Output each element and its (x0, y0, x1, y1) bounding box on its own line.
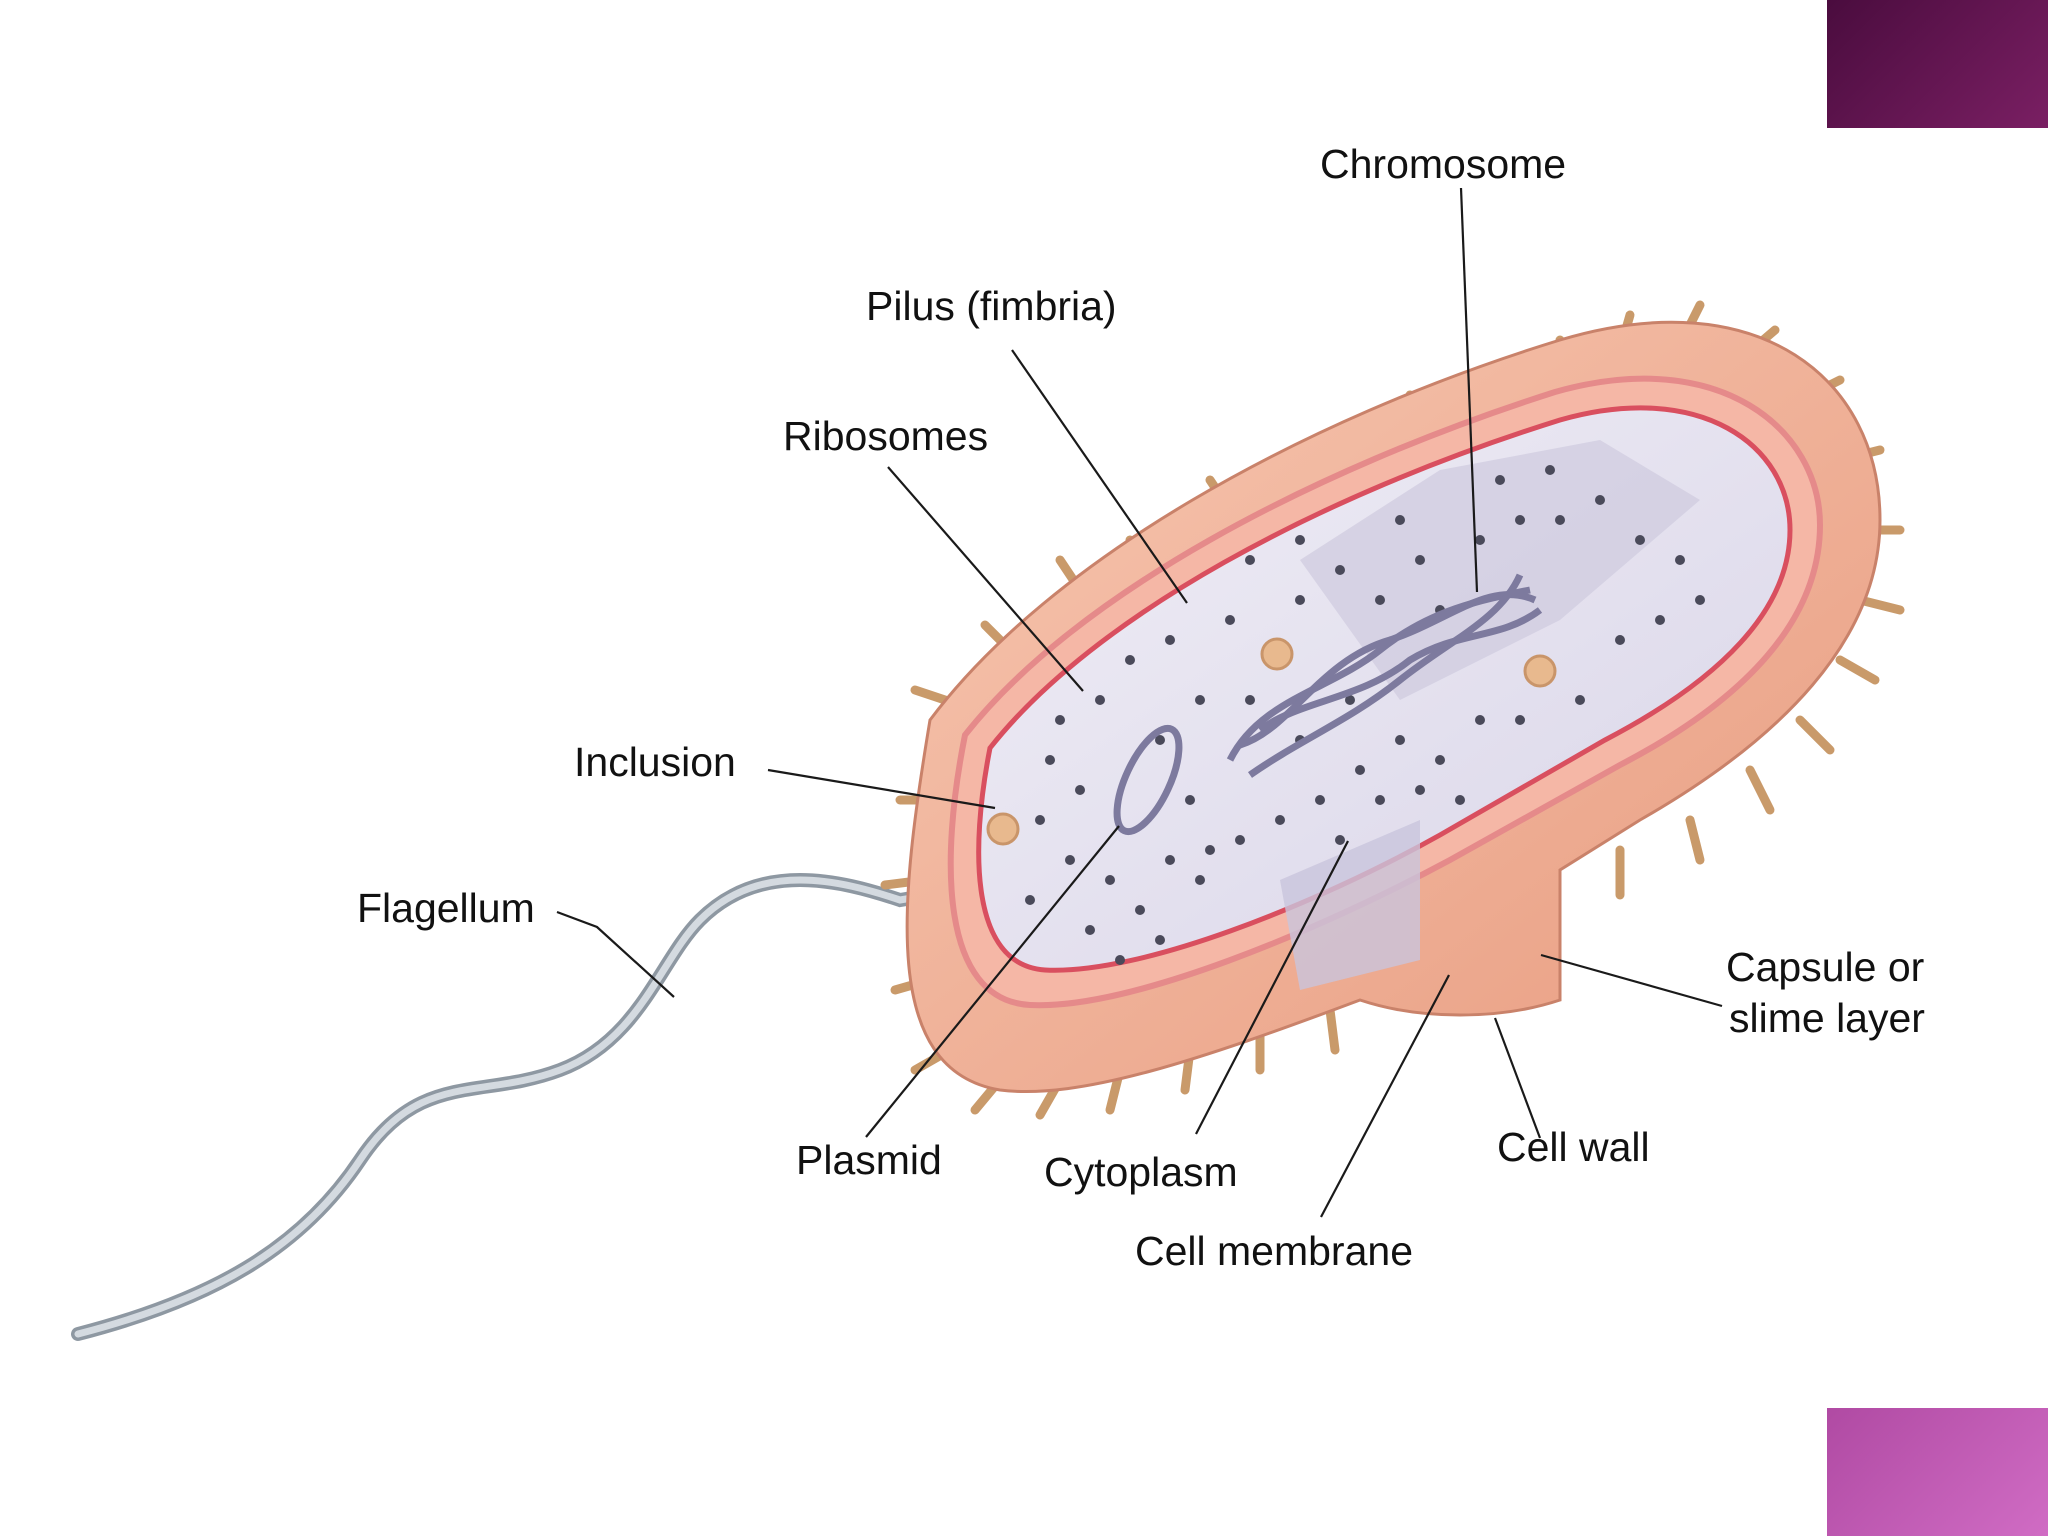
ribosome-dot (1035, 815, 1045, 825)
label-pilus: Pilus (fimbria) (866, 283, 1117, 329)
ribosome-dot (1225, 615, 1235, 625)
ribosome-dot (1475, 715, 1485, 725)
ribosome-dot (1205, 845, 1215, 855)
ribosome-dot (1375, 795, 1385, 805)
ribosome-dot (1595, 495, 1605, 505)
ribosome-dot (1075, 785, 1085, 795)
label-inclusion: Inclusion (574, 739, 736, 785)
ribosome-dot (1165, 635, 1175, 645)
ribosome-dot (1295, 535, 1305, 545)
ribosome-dot (1155, 935, 1165, 945)
ribosome-dot (1315, 795, 1325, 805)
label-capsule-line2: slime layer (1729, 995, 1925, 1041)
ribosome-dot (1055, 715, 1065, 725)
ribosome-dot (1335, 835, 1345, 845)
ribosome-dot (1695, 595, 1705, 605)
ribosome-dot (1195, 695, 1205, 705)
ribosome-dot (1435, 755, 1445, 765)
ribosome-dot (1295, 595, 1305, 605)
label-cell-membrane: Cell membrane (1135, 1228, 1413, 1274)
ribosome-dot (1105, 875, 1115, 885)
ribosome-dot (1415, 555, 1425, 565)
inclusions (986, 637, 1557, 846)
ribosome-dot (1635, 535, 1645, 545)
ribosome-dot (1655, 615, 1665, 625)
label-plasmid: Plasmid (796, 1137, 942, 1183)
ribosome-dot (1375, 595, 1385, 605)
ribosome-dot (1575, 695, 1585, 705)
ribosome-dot (1355, 765, 1365, 775)
label-flagellum: Flagellum (357, 885, 535, 931)
corner-accent-top (1827, 0, 2048, 128)
ribosome-dot (1045, 755, 1055, 765)
label-capsule-line1: Capsule or (1726, 944, 1924, 990)
label-cell-wall: Cell wall (1497, 1124, 1650, 1170)
ribosome-dot (1335, 565, 1345, 575)
ribosome-dot (1085, 925, 1095, 935)
labels: Chromosome Pilus (fimbria) Ribosomes Inc… (357, 141, 1925, 1274)
ribosome-dot (1395, 735, 1405, 745)
ribosome-dot (1395, 515, 1405, 525)
ribosome-dot (1135, 905, 1145, 915)
chromosome (1226, 573, 1543, 778)
ribosome-dot (1475, 535, 1485, 545)
pilus-strand (1745, 765, 1775, 815)
corner-accent-bottom (1827, 1408, 2048, 1536)
ribosome-dot (1025, 895, 1035, 905)
pilus-strand (1835, 655, 1880, 685)
flagellum (71, 864, 998, 1341)
ribosome-dot (1545, 465, 1555, 475)
pilus-strand (1685, 815, 1705, 865)
ribosome-dot (1415, 785, 1425, 795)
ribosome-dot (1115, 955, 1125, 965)
ribosome-dot (1615, 635, 1625, 645)
pilus-strand (1325, 1005, 1340, 1055)
label-chromosome: Chromosome (1320, 141, 1566, 187)
ribosome-dot (1675, 555, 1685, 565)
pilus-strand (1795, 715, 1835, 755)
ribosome-dot (1155, 735, 1165, 745)
ribosome-dot (1185, 795, 1195, 805)
ribosome-dot (1275, 815, 1285, 825)
ribosome-dot (1555, 515, 1565, 525)
label-ribosomes: Ribosomes (783, 413, 988, 459)
ribosome-dot (1065, 855, 1075, 865)
ribosome-dot (1455, 795, 1465, 805)
ribosome-dot (1245, 695, 1255, 705)
ribosome-dot (1095, 695, 1105, 705)
ribosome-dot (1125, 655, 1135, 665)
ribosome-dot (1235, 835, 1245, 845)
label-cytoplasm: Cytoplasm (1044, 1149, 1238, 1195)
ribosome-dot (1495, 475, 1505, 485)
ribosome-dot (1345, 695, 1355, 705)
ribosome-dot (1515, 715, 1525, 725)
ribosome-dot (1515, 515, 1525, 525)
ribosome-dot (1195, 875, 1205, 885)
pilus-strand (1855, 595, 1905, 615)
ribosome-dot (1245, 555, 1255, 565)
plasmid (1113, 724, 1183, 836)
leader-lines (556, 187, 1723, 1218)
ribosome-dot (1165, 855, 1175, 865)
